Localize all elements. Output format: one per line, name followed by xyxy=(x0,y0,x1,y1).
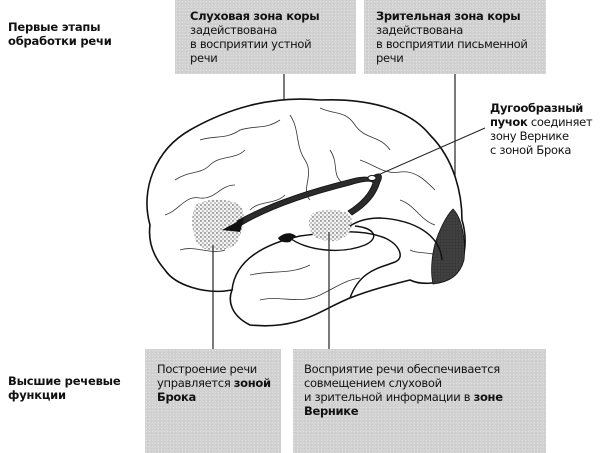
fasciculus-end xyxy=(367,175,377,181)
gyri-lines xyxy=(164,107,441,301)
box-line: задействована xyxy=(190,23,277,37)
box-line-bold: Вернике xyxy=(304,404,359,418)
label-line: Высшие речевые xyxy=(8,374,121,388)
visual-pathway xyxy=(349,217,443,261)
label-higher-functions: Высшие речевые функции xyxy=(8,374,121,402)
label-line: Первые этапы xyxy=(8,20,101,34)
broca-area-box: Построение речи управляется зоной Брока xyxy=(145,349,281,453)
label-line: обработки речи xyxy=(8,34,112,48)
arrow-head xyxy=(222,218,244,232)
arcuate-fasciculus-note: Дугообразный пучок соединяет зону Верник… xyxy=(490,101,593,157)
arcuate-fasciculus-arrow xyxy=(236,173,382,227)
wernicke-area-box: Восприятие речи обеспечивается совмещени… xyxy=(293,349,546,453)
wernicke-area xyxy=(308,209,352,242)
box-line: Восприятие речи обеспечивается xyxy=(304,362,500,376)
note-line: пучок соединяет xyxy=(490,115,593,129)
auditory-box-title: Слуховая зона коры xyxy=(190,9,320,23)
box-line: задействована xyxy=(376,23,463,37)
box-text: управляется xyxy=(157,376,234,390)
box-line: в восприятии устной xyxy=(190,37,312,51)
note-line: с зоной Брока xyxy=(490,143,572,157)
box-text: и зрительной информации в xyxy=(304,390,474,404)
visual-box-title: Зрительная зона коры xyxy=(376,9,521,23)
broca-area xyxy=(192,199,244,251)
auditory-pathway xyxy=(289,225,375,252)
box-line: и зрительной информации в зоне xyxy=(304,390,546,404)
label-early-processing: Первые этапы обработки речи xyxy=(8,20,112,48)
box-line: совмещением слуховой xyxy=(304,376,442,390)
box-text-bold: зоне xyxy=(473,390,503,404)
box-line: в восприятии письменной xyxy=(376,37,528,51)
note-title: Дугообразный xyxy=(490,101,584,115)
box-line-bold: Брока xyxy=(157,390,196,404)
note-text: соединяет xyxy=(527,115,593,129)
visual-cortex xyxy=(431,208,465,285)
box-text-bold: зоной xyxy=(233,376,271,390)
box-line: речи xyxy=(190,51,218,65)
auditory-cortex xyxy=(278,233,296,243)
box-line: Построение речи xyxy=(157,362,257,376)
visual-cortex-box: Зрительная зона коры задействована в вос… xyxy=(364,0,546,74)
temporal-lobe-outline xyxy=(231,231,401,299)
box-line: управляется зоной xyxy=(157,376,281,390)
auditory-cortex-box: Слуховая зона коры задействована в воспр… xyxy=(175,0,356,74)
note-title-bold: пучок xyxy=(490,115,528,129)
box-line: речи xyxy=(376,51,404,65)
arcuate-leader-line xyxy=(377,127,486,176)
label-line: функции xyxy=(8,388,66,402)
note-line: зону Вернике xyxy=(490,129,569,143)
